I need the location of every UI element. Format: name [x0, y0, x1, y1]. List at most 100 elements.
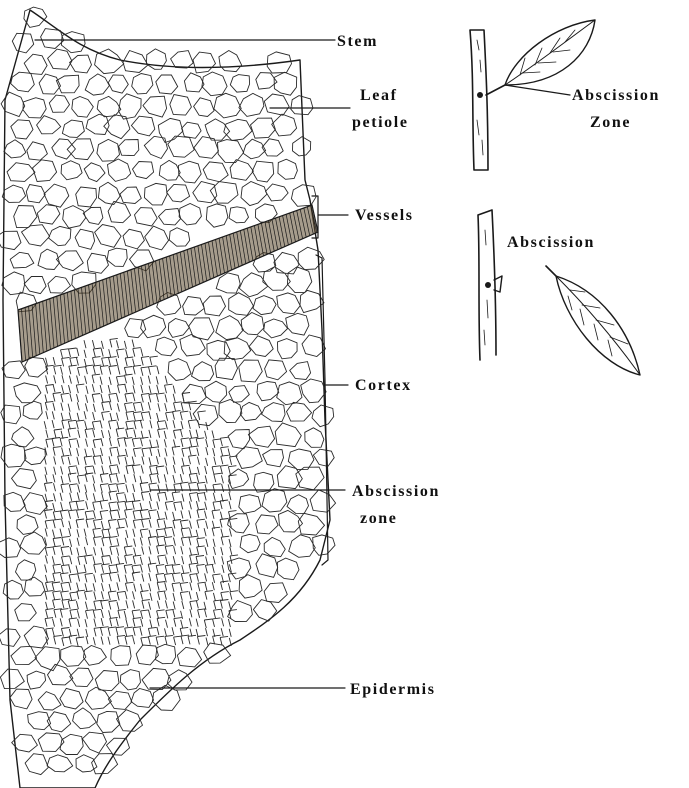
abscission-cell-wall	[190, 548, 192, 556]
abscission-cell-wall	[110, 413, 112, 421]
abscission-cell-wall	[60, 610, 62, 618]
parenchyma-cell	[158, 118, 183, 142]
abscission-cell-wall	[133, 448, 141, 449]
abscission-cell-wall	[117, 636, 119, 644]
abscission-cell-wall	[221, 455, 229, 456]
abscission-cell-wall	[102, 358, 104, 366]
parenchyma-cell	[277, 382, 302, 405]
label-epidermis: Epidermis	[350, 681, 436, 698]
abscission-cell-wall	[174, 440, 176, 448]
parenchyma-cell	[251, 118, 276, 138]
leaf-2-petiole	[546, 266, 556, 276]
abscission-cell-wall	[125, 575, 127, 583]
parenchyma-cell	[194, 137, 219, 159]
abscission-cell-wall	[76, 519, 84, 520]
abscission-cell-wall	[77, 510, 79, 518]
abscission-cell-wall	[140, 530, 142, 538]
abscission-cell-wall	[78, 485, 80, 493]
abscission-cell-wall	[86, 501, 88, 509]
parenchyma-cell	[289, 535, 316, 558]
abscission-cell-wall	[117, 582, 119, 590]
abscission-cell-wall	[93, 637, 95, 645]
abscission-cell-wall	[126, 411, 134, 412]
abscission-cell-wall	[70, 394, 72, 402]
abscission-cell-wall	[165, 403, 167, 411]
abscission-cell-wall	[86, 395, 88, 403]
abscission-cell-wall	[157, 394, 159, 402]
abscission-cell-wall	[110, 511, 112, 519]
abscission-cell-wall	[45, 618, 53, 619]
parenchyma-cell	[194, 98, 215, 117]
abscission-cell-wall	[182, 466, 184, 474]
abscission-cell-wall	[156, 566, 158, 574]
abscission-cell-wall	[68, 600, 76, 601]
abscission-cell-wall	[61, 547, 69, 548]
abscission-cell-wall	[172, 446, 180, 447]
parenchyma-cell	[144, 136, 167, 158]
abscission-cell-wall	[140, 538, 142, 546]
leaf-2-blade	[556, 276, 640, 375]
abscission-cell-wall	[117, 421, 119, 429]
abscission-cell-wall	[140, 565, 142, 573]
parenchyma-cell	[12, 427, 34, 447]
abscission-cell-wall	[158, 403, 160, 411]
abscission-cell-wall	[84, 350, 86, 358]
abscission-cell-wall	[190, 575, 192, 583]
abscission-cell-wall	[214, 457, 216, 465]
abscission-cell-wall	[205, 466, 207, 474]
abscission-cell-wall	[53, 547, 55, 555]
abscission-cell-wall	[140, 476, 142, 484]
abscission-cell-wall	[189, 474, 191, 482]
abscission-cell-wall	[84, 456, 92, 457]
abscission-cell-wall	[100, 367, 102, 375]
abscission-cell-wall	[124, 475, 126, 483]
abscission-cell-wall	[182, 494, 184, 502]
abscission-cell-wall	[46, 440, 48, 448]
abscission-cell-wall	[53, 572, 61, 573]
abscission-cell-wall	[132, 340, 134, 348]
parenchyma-cell	[25, 357, 48, 377]
parenchyma-cell	[241, 313, 264, 335]
abscission-cell-wall	[77, 610, 79, 618]
abscission-cell-wall	[221, 529, 223, 537]
abscission-cell-wall	[94, 601, 96, 609]
parenchyma-cell	[10, 252, 34, 268]
parenchyma-cell	[192, 362, 214, 381]
abscission-cell-wall	[102, 492, 104, 500]
abscission-cell-wall	[102, 557, 104, 565]
abscission-cell-wall	[142, 574, 144, 582]
abscission-cell-wall	[188, 635, 196, 636]
label-stem: Stem	[337, 33, 378, 50]
parenchyma-cell	[257, 382, 279, 401]
abscission-cell-wall	[85, 365, 93, 366]
parenchyma-cell	[41, 29, 64, 49]
abscission-cell-wall	[174, 484, 176, 492]
abscission-cell-wall	[181, 439, 183, 447]
abscission-cell-wall	[93, 448, 95, 456]
abscission-cell-wall	[93, 366, 95, 374]
abscission-cell-wall	[140, 420, 142, 428]
abscission-cell-wall	[84, 547, 86, 555]
abscission-cell-wall	[62, 557, 64, 565]
abscission-cell-wall	[53, 384, 55, 392]
abscission-cell-wall	[148, 376, 150, 384]
abscission-cell-wall	[61, 583, 63, 591]
abscission-cell-wall	[197, 539, 199, 547]
abscission-cell-wall	[220, 519, 228, 520]
parenchyma-cell	[264, 94, 289, 115]
abscission-cell-wall	[132, 457, 134, 465]
abscission-cell-wall	[85, 485, 87, 493]
abscission-cell-wall	[102, 565, 104, 573]
inset-twig-after-abscission: Abscission	[478, 210, 640, 375]
parenchyma-cell	[11, 72, 35, 92]
abscission-cell-wall	[125, 628, 127, 636]
abscission-cell-wall	[46, 386, 48, 394]
abscission-cell-wall	[45, 547, 53, 548]
abscission-cell-wall	[60, 437, 68, 438]
abscission-cell-wall	[205, 476, 207, 484]
abscission-cell-wall	[221, 537, 223, 545]
abscission-cell-wall	[70, 593, 72, 601]
abscission-cell-wall	[60, 529, 62, 537]
abscission-cell-wall	[198, 583, 200, 591]
abscission-cell-wall	[221, 447, 229, 448]
